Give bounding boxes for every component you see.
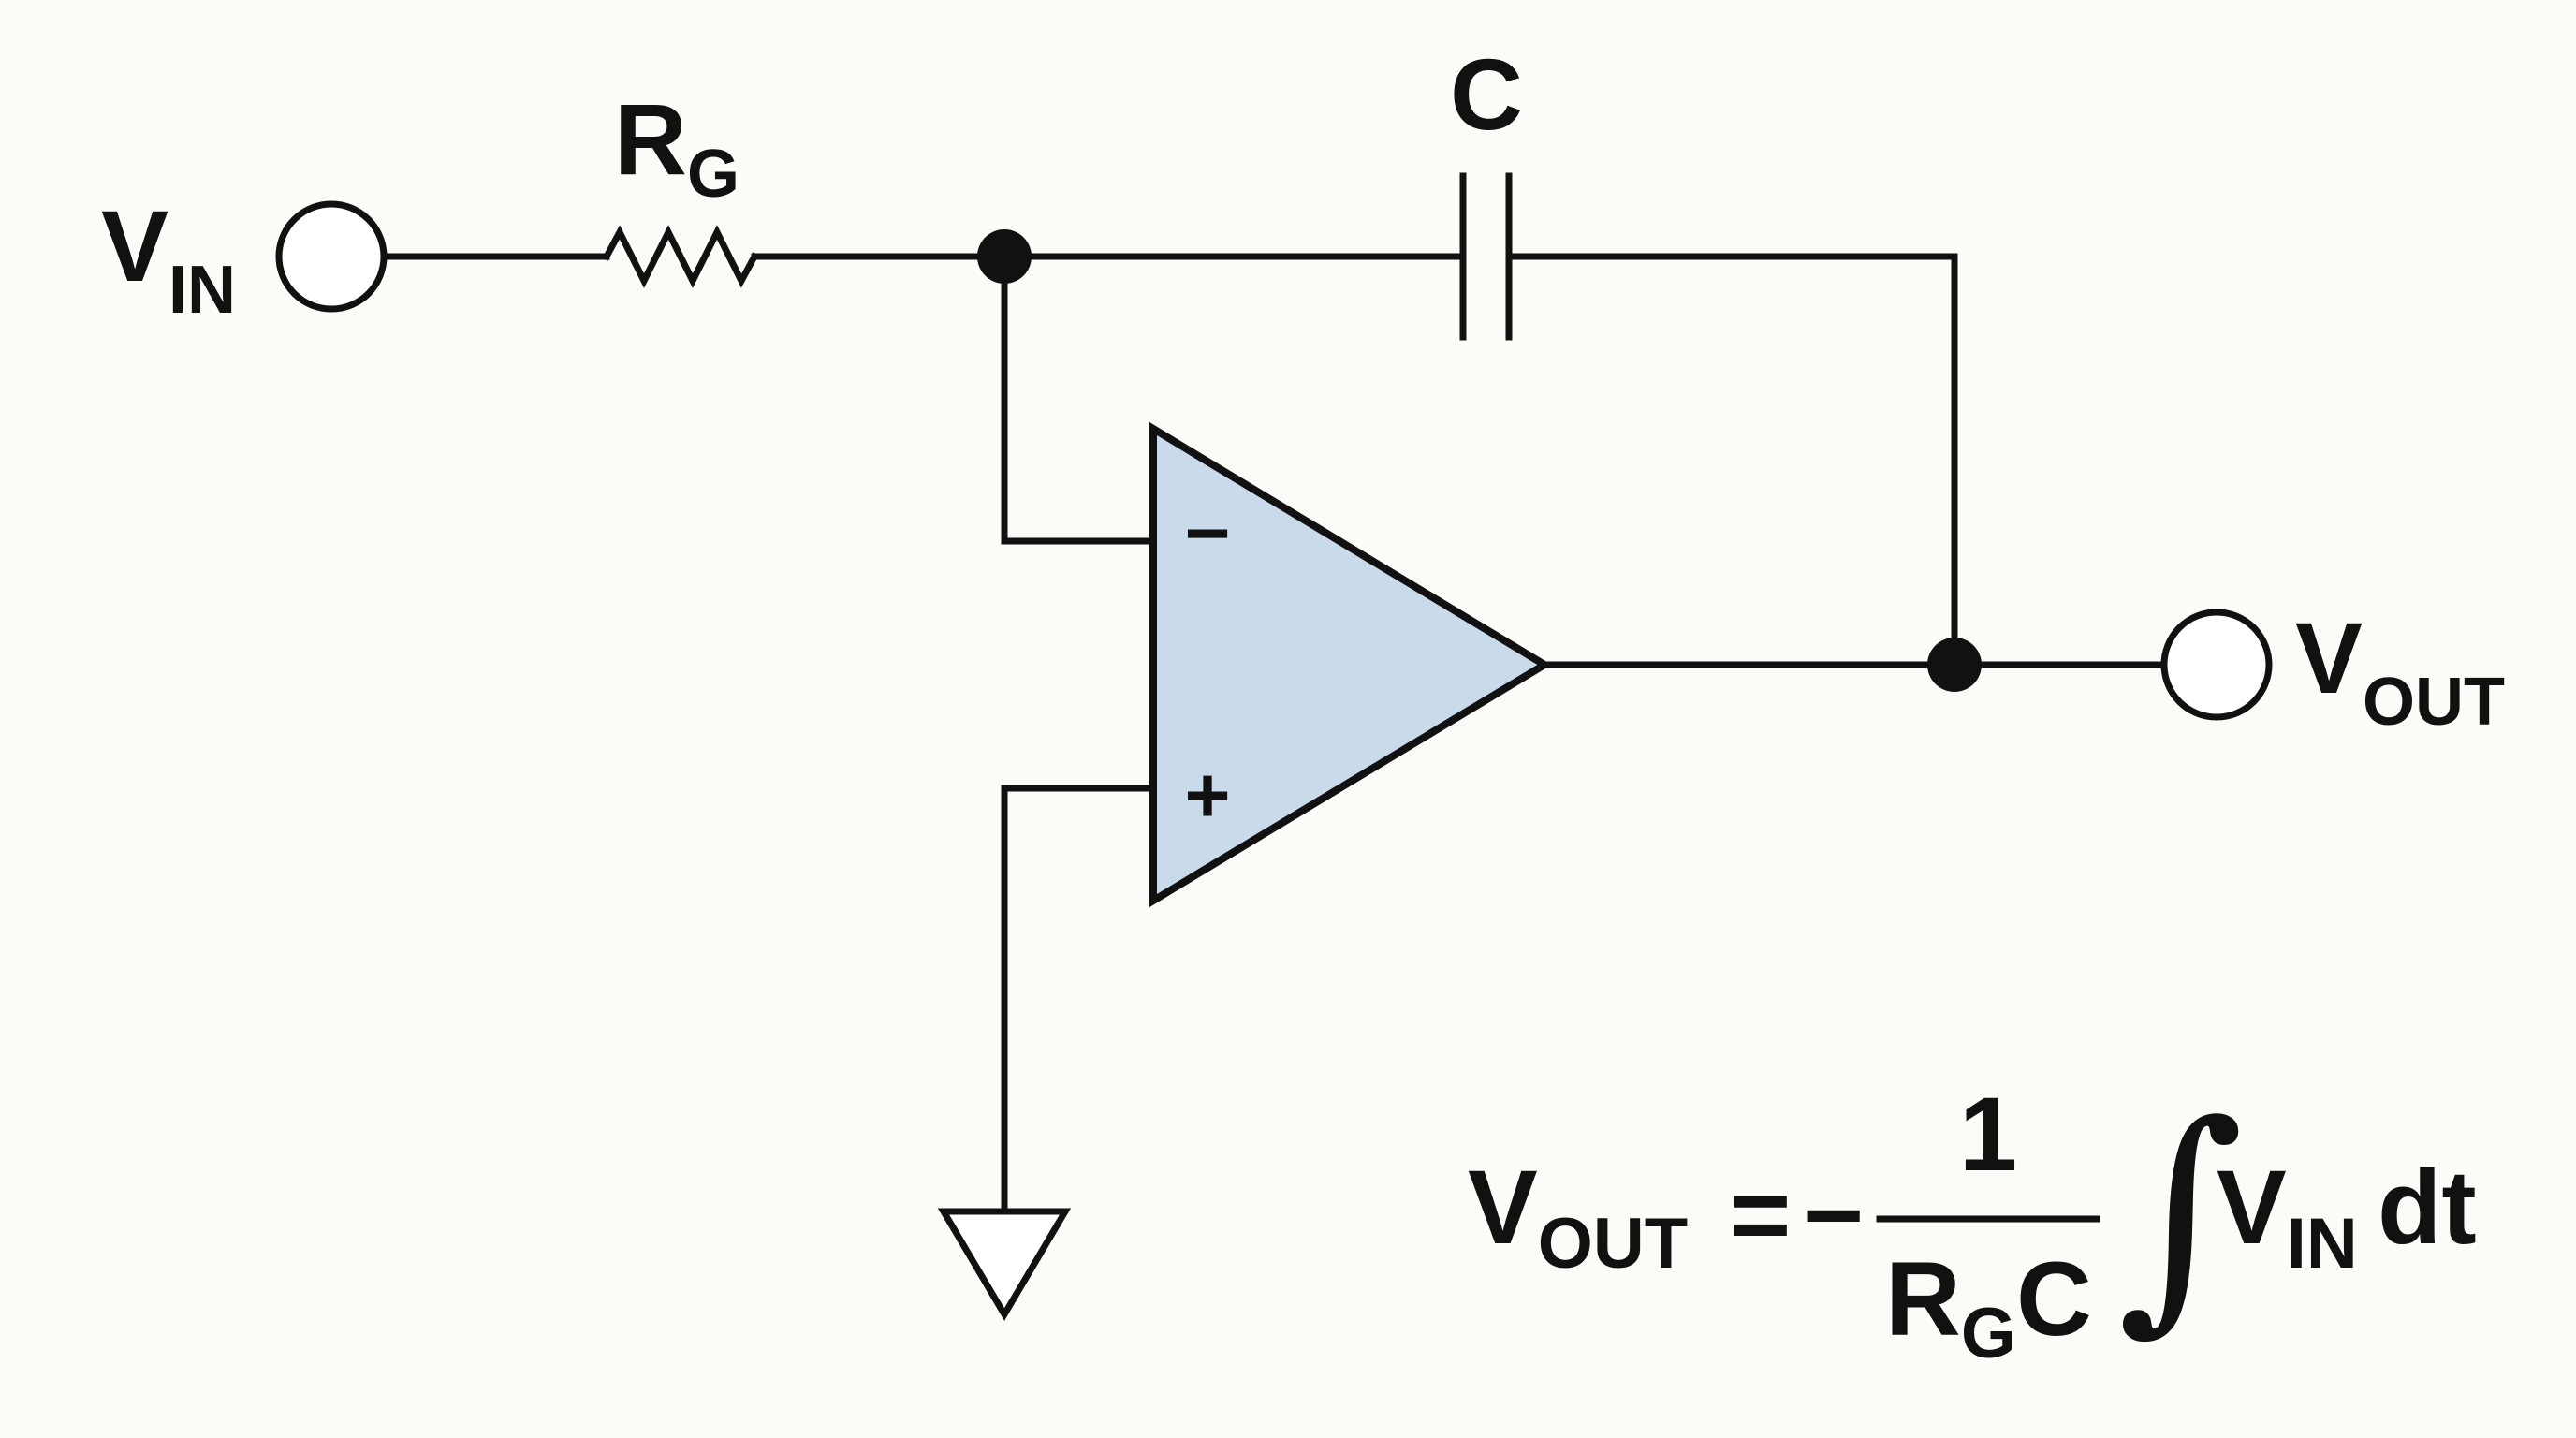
noninverting-input-wire [1001,785,1157,1215]
integral-icon: ∫ [2117,1073,2244,1356]
inverting-input-wire [1001,253,1157,545]
transfer-equation: VOUT = − 1 RGC ∫ VIN dt [1468,1073,2477,1373]
vout-label: VOUT [2295,601,2505,740]
inverting-input-label: − [1184,489,1230,577]
op-amp [1149,421,1552,908]
equation-integrand: VIN [2217,1149,2358,1284]
resistor-rg [602,225,759,288]
resistor-label: RG [614,82,739,212]
vin-terminal [275,200,388,313]
vin-label: VIN [101,189,236,328]
vout-terminal [2160,609,2273,721]
equation-differential: dt [2378,1149,2477,1266]
noninverting-input-label: + [1184,751,1230,839]
capacitor-label: C [1450,37,1523,151]
equation-sign: − [1803,1156,1864,1273]
ground-icon [937,1208,1072,1321]
summing-junction-dot [977,229,1032,284]
feedback-wire [1505,253,1958,668]
equation-denominator: RGC [1885,1240,2092,1373]
output-junction-dot [1927,638,1982,692]
equation-numerator: 1 [1959,1076,2017,1193]
equation-lhs: VOUT [1468,1149,1688,1284]
equation-equals: = [1730,1156,1791,1273]
